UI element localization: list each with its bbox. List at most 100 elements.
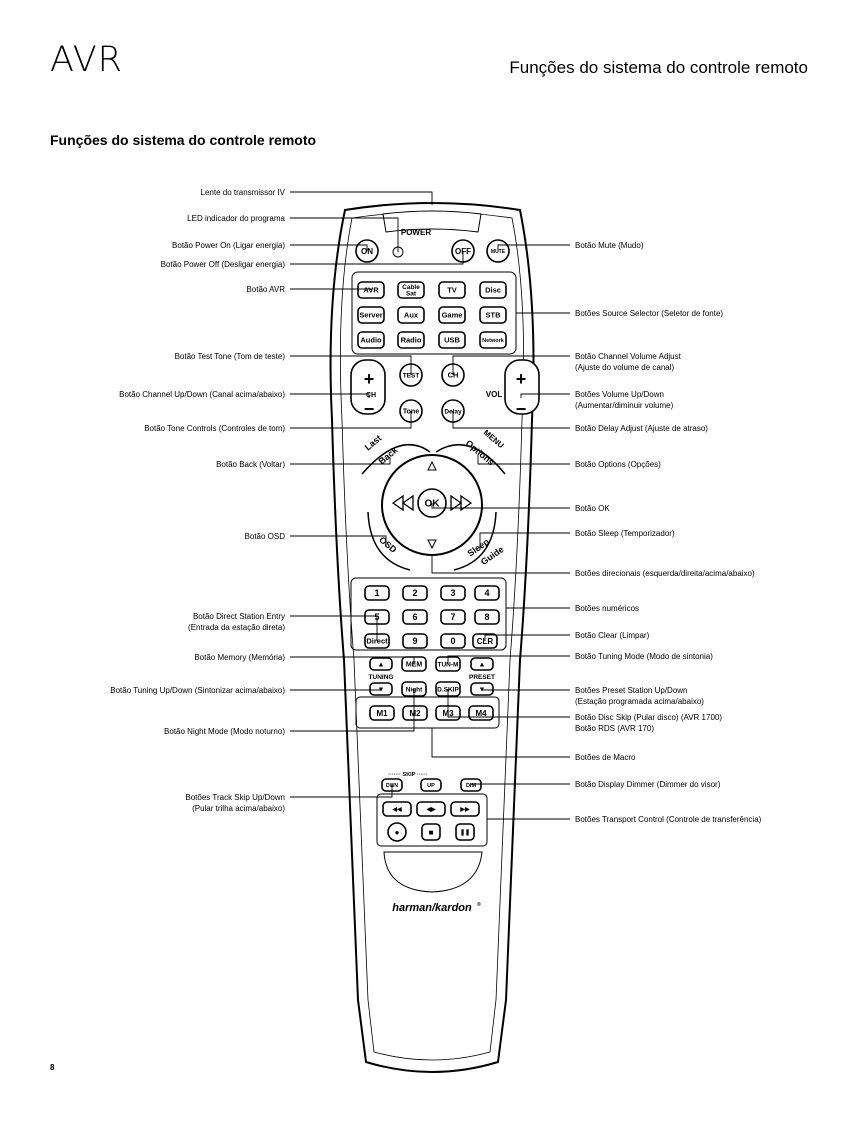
channel-rocker[interactable] <box>350 359 386 415</box>
source-button-radio[interactable] <box>397 331 425 349</box>
brand-logo: AVR <box>50 40 123 80</box>
callout-left-13: Botão Night Mode (Modo noturno) <box>164 727 285 736</box>
volume-rocker[interactable] <box>504 359 540 415</box>
rewind-button-label: ◀◀ <box>391 806 402 813</box>
leader-right-14 <box>431 728 570 758</box>
nav-left-icon-inner <box>401 494 414 512</box>
source-button-network[interactable] <box>479 331 507 349</box>
channel-volume-button-label: CH <box>448 371 459 380</box>
digit-button-8-label: 8 <box>484 612 489 622</box>
source-button-stb[interactable] <box>479 306 507 324</box>
callout-right-0: Botão Mute (Mudo) <box>575 241 644 250</box>
lower-recess <box>383 851 483 893</box>
digit-button-4[interactable] <box>474 585 500 601</box>
leader-right-8 <box>431 555 570 574</box>
page-header: Funções do sistema do controle remoto <box>509 58 808 77</box>
track-skip-up-button[interactable] <box>420 778 442 792</box>
power-title: POWER <box>401 228 431 237</box>
source-button-audio[interactable] <box>357 331 385 349</box>
track-skip-up-button-label: UP <box>427 783 435 789</box>
channel-down-icon: − <box>364 399 375 419</box>
digit-button-9[interactable] <box>402 633 428 649</box>
leader-right-7 <box>479 532 570 550</box>
leader-left-6 <box>290 393 370 398</box>
macro-button-m2-label: M2 <box>409 709 421 718</box>
play-reverse-button[interactable] <box>416 801 446 817</box>
callout-right-1: Botões Source Selector (Seletor de fonte… <box>575 309 724 318</box>
stop-button-label: ■ <box>429 828 434 837</box>
leader-right-10 <box>484 634 570 641</box>
callout-right-2: Botão Channel Volume Adjust (Ajuste do v… <box>575 352 681 372</box>
pause-button-label: ❚❚ <box>460 829 470 836</box>
digit-button-3[interactable] <box>440 585 466 601</box>
nav-up-icon <box>427 460 437 471</box>
nav-arc-bottom-right <box>453 511 497 571</box>
callout-right-12: Botões Preset Station Up/Down (Estação p… <box>575 686 704 706</box>
volume-label: VOL <box>486 390 503 399</box>
digit-button-0-label: 0 <box>450 636 455 646</box>
macro-button-m1[interactable] <box>369 705 395 721</box>
macro-button-m2[interactable] <box>402 705 428 721</box>
digit-button-2[interactable] <box>402 585 428 601</box>
source-button-aux[interactable] <box>397 306 425 324</box>
source-button-tv[interactable] <box>438 281 466 299</box>
callout-right-16: Botões Transport Control (Controle de tr… <box>575 815 762 824</box>
leader-left-2 <box>290 244 368 251</box>
callout-left-4: Botão AVR <box>246 285 285 294</box>
leader-left-14 <box>290 785 393 798</box>
source-button-usb[interactable] <box>438 331 466 349</box>
digit-button-7[interactable] <box>440 609 466 625</box>
digit-button-8[interactable] <box>474 609 500 625</box>
transport-panel <box>376 793 488 847</box>
digit-button-6-label: 6 <box>412 612 417 622</box>
display-dimmer-button-label: DIM <box>466 783 477 789</box>
play-reverse-button-label: ◀▶ <box>425 806 436 813</box>
ir-lens <box>382 210 482 233</box>
leader-right-5 <box>477 455 570 465</box>
leader-left-8 <box>290 458 391 465</box>
tuning-up-button[interactable] <box>369 657 393 671</box>
macro-button-m4[interactable] <box>468 705 494 721</box>
source-button-network-label: Network <box>482 338 505 344</box>
digit-button-3-label: 3 <box>450 588 455 598</box>
source-button-server[interactable] <box>357 306 385 324</box>
leader-right-3 <box>520 393 570 398</box>
pause-button[interactable] <box>455 823 475 841</box>
remote-inner-edge <box>339 211 525 1061</box>
mute-button-label: MUTE <box>491 249 506 255</box>
callout-left-11: Botão Memory (Memória) <box>194 653 285 662</box>
tuning-label: TUNING <box>369 674 394 681</box>
leader-left-7 <box>290 411 412 429</box>
callout-left-12: Botão Tuning Up/Down (Sintonizar acima/a… <box>110 686 285 695</box>
digit-button-9-label: 9 <box>412 636 417 646</box>
digit-button-1[interactable] <box>364 585 390 601</box>
leader-left-4 <box>290 288 372 290</box>
digit-button-0[interactable] <box>440 633 466 649</box>
source-button-disc-label: Disc <box>485 286 501 295</box>
leader-left-13 <box>290 689 415 732</box>
nav-arc-top-right <box>435 443 506 475</box>
callout-left-10: Botão Direct Station Entry (Entrada da e… <box>188 612 285 632</box>
source-button-game-label: Game <box>442 311 463 320</box>
callout-left-6: Botão Channel Up/Down (Canal acima/abaix… <box>119 390 285 399</box>
stop-button[interactable] <box>421 823 441 841</box>
digit-button-6[interactable] <box>402 609 428 625</box>
leader-left-1 <box>290 217 399 252</box>
source-button-game[interactable] <box>438 306 466 324</box>
registered-mark: ® <box>477 901 481 908</box>
clear-button-label: CLR <box>477 637 494 646</box>
callout-right-4: Botão Delay Adjust (Ajuste de atraso) <box>575 424 708 433</box>
record-button[interactable] <box>387 822 407 842</box>
preset-up-button[interactable] <box>470 657 494 671</box>
callout-left-1: LED indicador do programa <box>187 214 285 223</box>
source-button-avr-label: AVR <box>363 286 379 295</box>
source-button-disc[interactable] <box>479 281 507 299</box>
rewind-button[interactable] <box>382 801 412 817</box>
fast-forward-button[interactable] <box>450 801 480 817</box>
leader-right-0 <box>497 244 570 251</box>
callout-right-11: Botão Tuning Mode (Modo de sintonia) <box>575 652 713 661</box>
macro-button-m1-label: M1 <box>376 709 388 718</box>
source-button-cable-sat[interactable] <box>397 281 425 299</box>
